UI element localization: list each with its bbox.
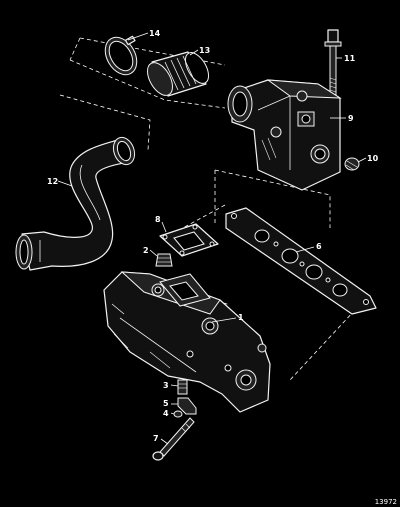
callout-7: 7 bbox=[153, 434, 159, 443]
fitting-part-2 bbox=[155, 253, 173, 267]
drain-fitting-part-3 bbox=[177, 379, 188, 395]
callout-2: 2 bbox=[143, 246, 149, 255]
washer-part-4 bbox=[173, 410, 183, 418]
callout-labels: 14 13 11 9 10 12 8 2 6 1 3 5 4 7 bbox=[47, 29, 379, 443]
callout-6: 6 bbox=[316, 242, 322, 251]
callout-14: 14 bbox=[149, 29, 161, 38]
callout-9: 9 bbox=[348, 114, 354, 123]
stud-part-7 bbox=[152, 417, 195, 461]
callout-4: 4 bbox=[163, 409, 169, 418]
callout-1: 1 bbox=[238, 313, 244, 322]
callout-8: 8 bbox=[155, 215, 161, 224]
elbow-fitting-part-5 bbox=[177, 397, 197, 415]
callout-11: 11 bbox=[344, 54, 356, 63]
bellows-hose-part-13 bbox=[147, 51, 210, 97]
hose-clamp-part-14 bbox=[104, 35, 138, 76]
callout-12: 12 bbox=[47, 177, 58, 186]
exhaust-tube-part-12 bbox=[15, 136, 136, 271]
figure-id: 13972 bbox=[375, 498, 397, 506]
callout-13: 13 bbox=[199, 46, 210, 55]
plug-part-10 bbox=[344, 157, 360, 171]
callout-10: 10 bbox=[367, 154, 379, 163]
exhaust-manifold-part-1 bbox=[103, 271, 271, 413]
callout-3: 3 bbox=[163, 381, 169, 390]
callout-5: 5 bbox=[163, 399, 169, 408]
callout-leaders bbox=[57, 32, 367, 445]
cover-plate-part-8 bbox=[159, 223, 219, 257]
bolt-part-11 bbox=[324, 29, 342, 97]
elbow-part-9 bbox=[227, 79, 342, 191]
gasket-part-6 bbox=[225, 207, 377, 315]
